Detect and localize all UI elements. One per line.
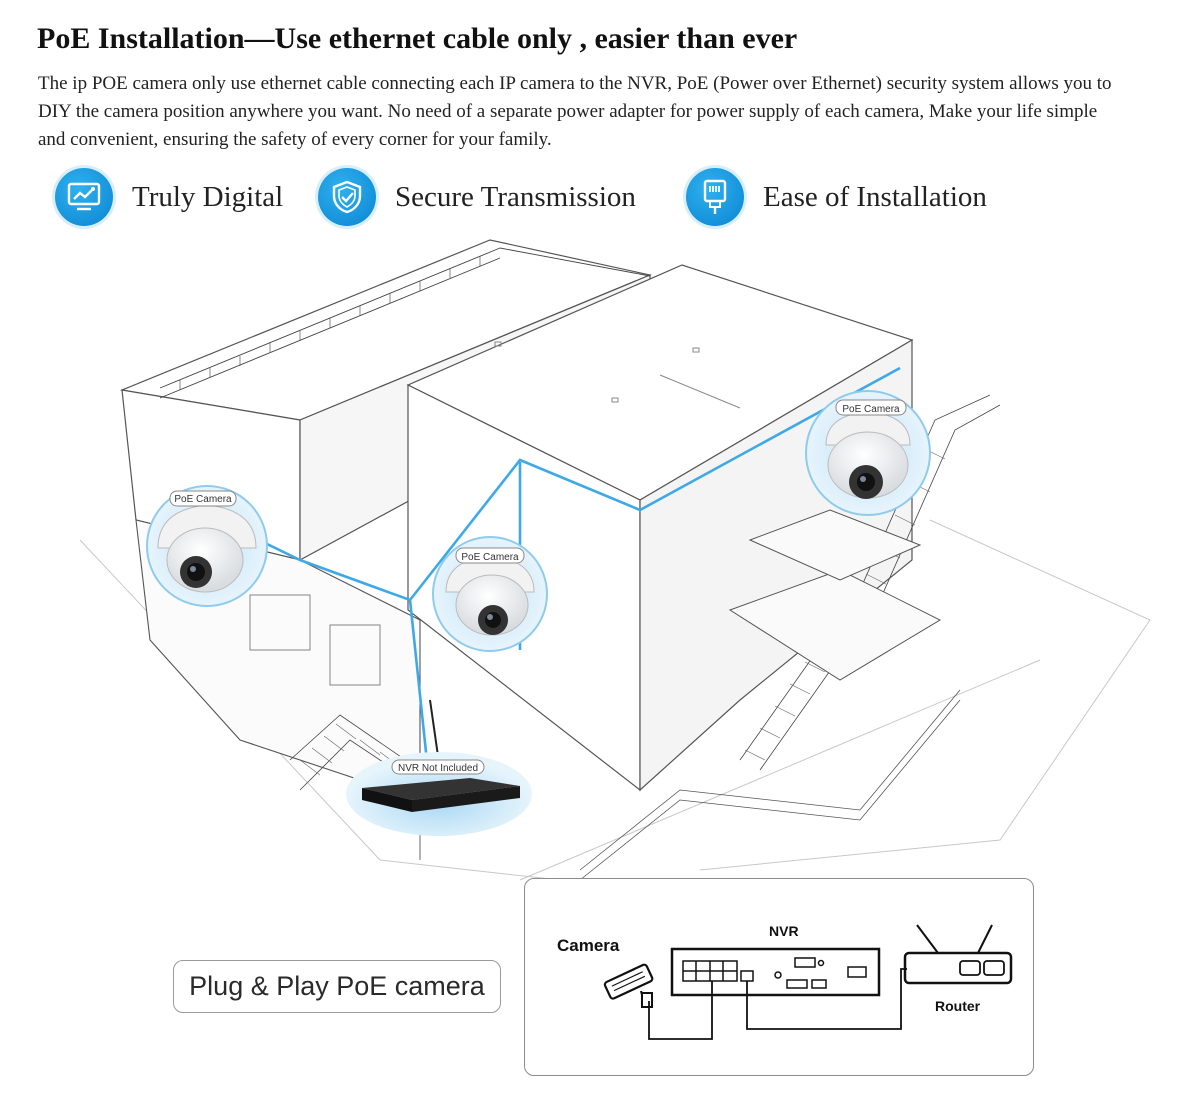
ethernet-plug-icon [686, 168, 744, 226]
nvr-badge [346, 752, 532, 836]
nvr-device-icon [670, 947, 881, 997]
feature-ease-of-installation: Ease of Installation [686, 167, 987, 227]
feature-label: Truly Digital [132, 180, 284, 213]
camera-tag-label: PoE Camera [842, 404, 900, 415]
camera-badge-3 [805, 390, 931, 516]
shield-check-icon [318, 168, 376, 226]
feature-label: Ease of Installation [763, 180, 987, 213]
chart-monitor-icon [55, 168, 113, 226]
building-illustration: PoE Camera PoE Camera PoE Camera NVR Not… [79, 239, 1151, 881]
router-icon [903, 924, 1013, 985]
camera-label: Camera [557, 936, 620, 955]
feature-secure-transmission: Secure Transmission [318, 167, 636, 227]
camera-badge-2 [432, 536, 548, 652]
intro-paragraph: The ip POE camera only use ethernet cabl… [38, 73, 1112, 150]
nvr-label: NVR [769, 923, 799, 939]
camera-tag-label: PoE Camera [461, 552, 519, 563]
plug-and-play-box: Plug & Play PoE camera [173, 960, 501, 1013]
plug-and-play-label: Plug & Play PoE camera [189, 971, 485, 1001]
router-label: Router [935, 998, 981, 1014]
camera-badge-1 [146, 485, 268, 607]
page-title: PoE Installation—Use ethernet cable only… [37, 22, 798, 55]
connection-diagram: Camera NVR Router [524, 878, 1034, 1076]
feature-truly-digital: Truly Digital [55, 167, 283, 227]
cctv-camera-icon [603, 963, 654, 1008]
feature-label: Secure Transmission [395, 180, 636, 213]
camera-tag-label: PoE Camera [174, 494, 232, 505]
nvr-tag-label: NVR Not Included [398, 763, 478, 774]
